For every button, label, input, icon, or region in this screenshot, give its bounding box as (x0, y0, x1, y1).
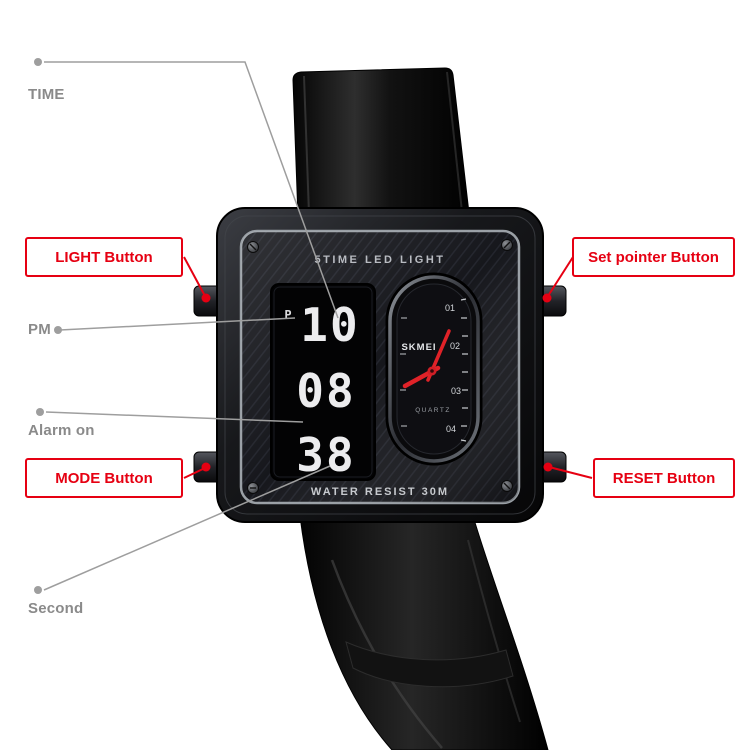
second-connector-line (43, 465, 331, 591)
red-connectors (183, 256, 593, 479)
gray-connector-dots (34, 58, 62, 594)
subdial-brand: SKMEI (401, 342, 436, 353)
lcd-pm-indicator: P (284, 308, 291, 322)
time-dot (34, 58, 42, 66)
lcd-panel (270, 283, 376, 481)
top-strap (292, 67, 470, 218)
pm-label: PM (28, 321, 51, 338)
strap-keeper (345, 641, 514, 688)
pm-connector-line (59, 317, 296, 331)
watch-case-inner-edge (224, 215, 536, 515)
bottom-strap (299, 515, 549, 750)
pm-dot (54, 326, 62, 334)
subdial-numeral-04: 04 (446, 424, 456, 434)
subdial-numeral-01: 01 (445, 303, 455, 313)
lcd-minutes: 08 (296, 364, 355, 418)
alarm-dot (36, 408, 44, 416)
reset-connector-line (548, 466, 593, 479)
top-strap-edge (446, 71, 463, 213)
light-connector-line (183, 256, 206, 297)
case-screws (247, 239, 513, 494)
lcd-seconds: 38 (296, 428, 355, 482)
second-dot (34, 586, 42, 594)
subdial-ring (388, 275, 480, 463)
reset-button-callout: RESET Button (593, 458, 735, 498)
light-button-callout: LIGHT Button (25, 237, 183, 277)
set-pointer-connector-line (547, 256, 574, 297)
set-pointer-button-callout: Set pointer Button (572, 237, 735, 277)
light-target-dot (201, 293, 211, 303)
time-label: TIME (28, 86, 65, 103)
mode-connector-line (183, 467, 206, 479)
subdial-movement: QUARTZ (415, 407, 451, 414)
second-label: Second (28, 600, 84, 617)
reset-target-dot (543, 462, 553, 472)
subdial-numeral-02: 02 (450, 341, 460, 351)
gray-connectors (43, 61, 339, 591)
mode-button-callout: MODE Button (25, 458, 183, 498)
set-pointer-target-dot (542, 293, 552, 303)
lcd-hours: 10 (300, 298, 359, 352)
face-title: 5TIME LED LIGHT (315, 254, 446, 266)
top-strap-sheen (303, 75, 310, 215)
time-connector-line (44, 61, 339, 319)
alarm-connector-line (45, 411, 304, 423)
subdial-numeral-03: 03 (451, 386, 461, 396)
mode-target-dot (201, 462, 211, 472)
bottom-strap-edge (467, 539, 521, 723)
water-resist-text: WATER RESIST 30M (311, 486, 449, 498)
red-connector-dots (201, 293, 553, 472)
alarm-label: Alarm on (28, 422, 95, 439)
lcd-panel-edge (273, 286, 373, 478)
subdial-ticks (400, 298, 468, 442)
subdial-hands (402, 329, 451, 389)
